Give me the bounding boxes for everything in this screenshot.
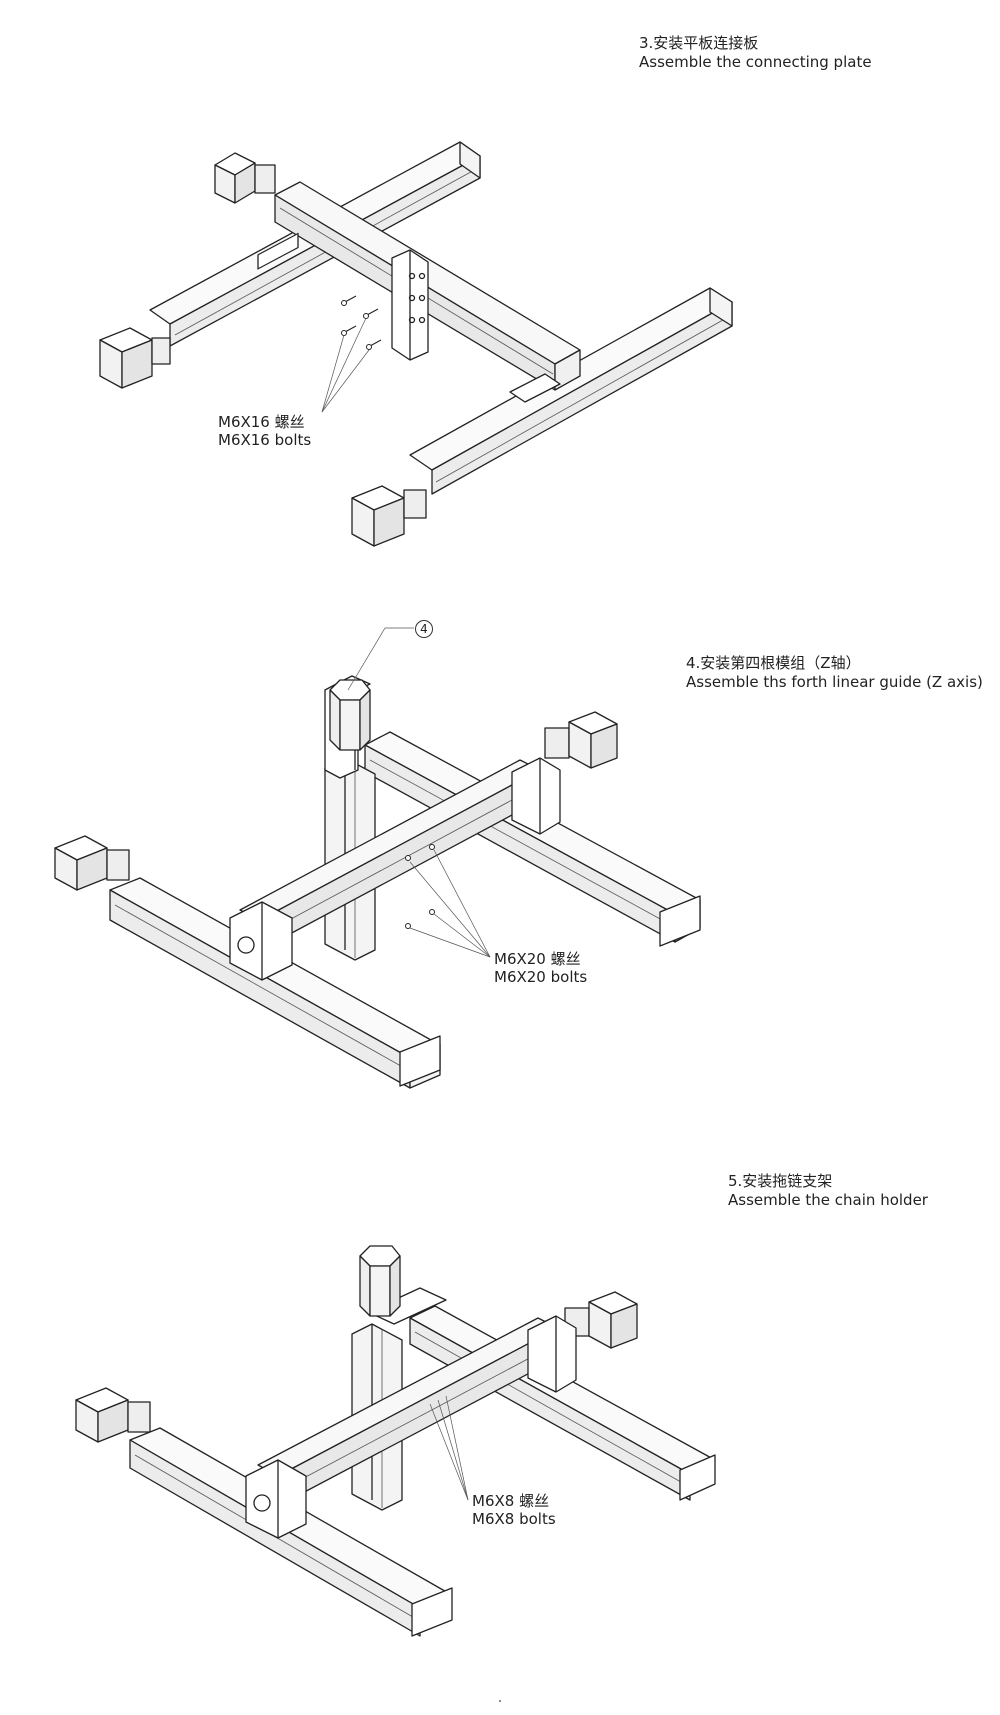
step-3-diagram <box>99 141 733 547</box>
step-5-motor-right <box>564 1291 638 1349</box>
step-3-motor-front-right <box>351 485 427 547</box>
step-5-bolt-cn: M6X8 螺丝 <box>472 1492 550 1510</box>
step-3-motor-top-left <box>214 152 276 204</box>
step-4-end-block-left <box>229 901 293 981</box>
step-4-diagram <box>54 627 701 1089</box>
step-4-leader-lines <box>347 627 491 958</box>
step-4-rail-end-right <box>659 895 701 947</box>
step-3-title-en: Assemble the connecting plate <box>639 53 872 71</box>
step-3-bolts <box>341 295 382 350</box>
step-3-leader-lines <box>321 317 370 413</box>
step-3-bolt-en: M6X16 bolts <box>218 431 312 449</box>
step-5-end-block-right <box>527 1315 577 1393</box>
page-dot <box>499 1700 501 1702</box>
step-5-title-en: Assemble the chain holder <box>728 1191 928 1209</box>
step-4-bolts <box>405 844 435 929</box>
step-5-motor-left <box>75 1387 151 1443</box>
step-4-end-block-right <box>511 757 561 835</box>
part-number-balloon: 4 <box>415 620 433 638</box>
step-4-bolt-en: M6X20 bolts <box>494 968 588 986</box>
step-4-motor-z <box>329 679 371 751</box>
step-5-title: 5.安装拖链支架 Assemble the chain holder <box>728 1172 928 1210</box>
step-4-title-en: Assemble ths forth linear guide (Z axis) <box>686 673 983 691</box>
step-3-motor-back-left <box>99 327 171 389</box>
step-3-bolt-callout: M6X16 螺丝 M6X16 bolts <box>218 413 311 449</box>
step-5-end-block-left <box>245 1459 307 1539</box>
step-4-title-cn: 4.安装第四根模组（Z轴） <box>686 654 861 672</box>
step-3-bolt-cn: M6X16 螺丝 <box>218 413 305 431</box>
step-3-title-cn: 3.安装平板连接板 <box>639 34 759 52</box>
step-4-title: 4.安装第四根模组（Z轴） Assemble ths forth linear … <box>686 654 983 692</box>
step-5-leader-lines <box>429 1395 469 1501</box>
step-4-bolt-cn: M6X20 螺丝 <box>494 950 581 968</box>
step-4-motor-left <box>54 835 130 891</box>
step-3-title: 3.安装平板连接板 Assemble the connecting plate <box>639 34 872 72</box>
step-5-bolt-callout: M6X8 螺丝 M6X8 bolts <box>472 1492 556 1528</box>
step-4-bolt-callout: M6X20 螺丝 M6X20 bolts <box>494 950 587 986</box>
step-3-carriage-right <box>509 373 561 403</box>
step-5-motor-z <box>359 1245 401 1317</box>
step-5-bolt-en: M6X8 bolts <box>472 1510 556 1528</box>
step-5-diagram <box>75 1245 716 1637</box>
step-4-motor-right <box>544 711 618 769</box>
step-5-title-cn: 5.安装拖链支架 <box>728 1172 833 1190</box>
step-3-carriage-left <box>257 232 299 270</box>
step-3-connecting-plate <box>391 249 429 361</box>
step-4-rail-end-left <box>399 1035 441 1087</box>
